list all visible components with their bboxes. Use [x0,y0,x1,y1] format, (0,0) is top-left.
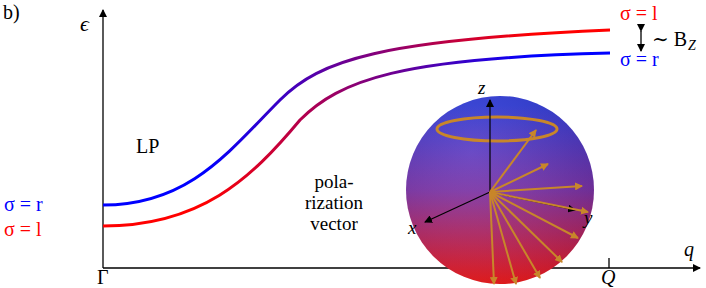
axis-tick-label: Γ [97,266,109,288]
z-axis [489,100,490,192]
x-axis [425,192,490,222]
energy-symbol: ϵ [80,12,89,36]
polarization-label: σ = r [4,193,43,215]
sphere-shading [406,96,594,284]
energy-axis [102,10,103,268]
polarization-vectors [490,130,588,284]
zeeman-label: ∼ B [652,28,687,50]
axis-tick-label: Q [601,266,615,288]
axis-label: z [478,78,485,99]
polarization-label: σ = l [620,2,658,24]
panel-letter: b) [3,1,20,23]
sphere-caption: pola- rization vector [292,172,376,235]
branch-label: LP [136,135,159,157]
precession-ring [437,117,557,141]
axis-label: q [684,238,694,260]
polarization-label: σ = l [4,218,42,240]
poincare-sphere [406,96,594,284]
polarization-label: σ = r [620,48,659,70]
axis-label: x [408,218,416,239]
axis-label: y [584,208,592,229]
zeeman-subscript: Z [688,38,696,53]
